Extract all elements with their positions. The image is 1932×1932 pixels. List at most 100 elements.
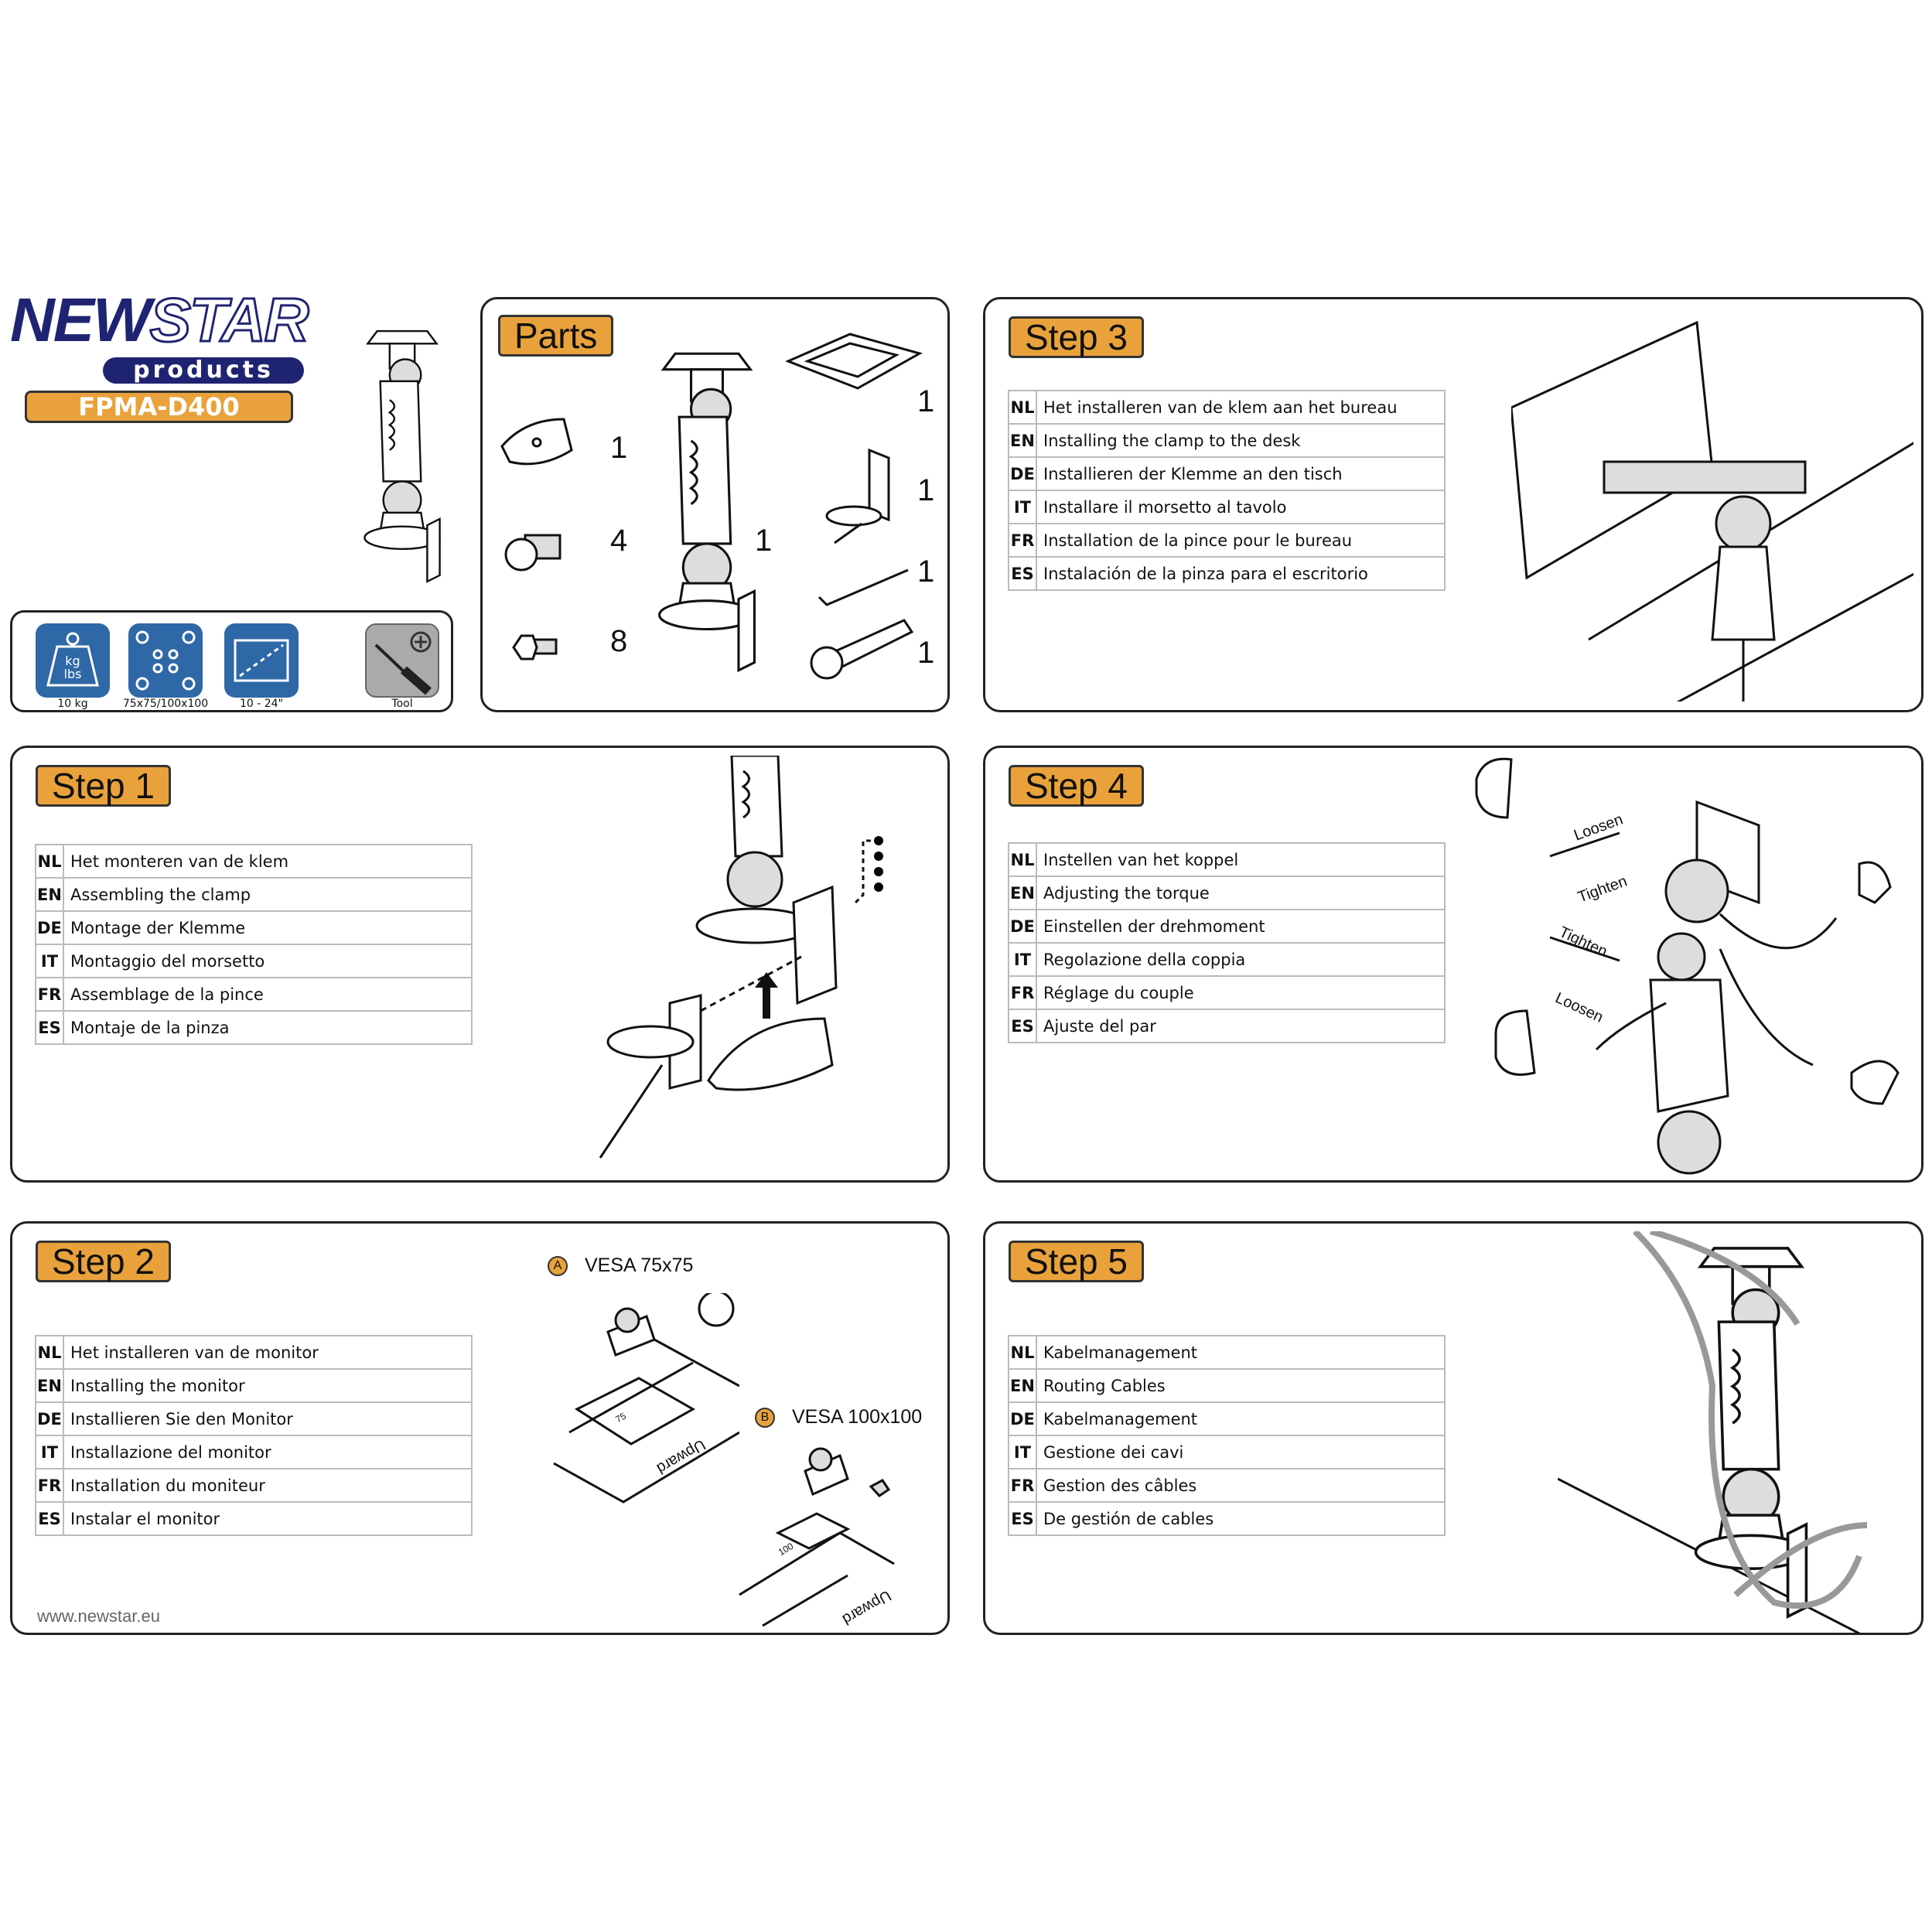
step1-illustration [599, 756, 883, 1159]
instruction-text: Assembling the clamp [63, 877, 473, 912]
language-code: IT [35, 1435, 64, 1469]
language-code: EN [35, 877, 64, 912]
language-code: FR [1008, 523, 1037, 558]
instruction-text: Einstellen der drehmoment [1036, 909, 1446, 944]
option-b-badge: B [755, 1408, 775, 1429]
language-code: DE [35, 1401, 64, 1436]
language-code: NL [1008, 390, 1037, 425]
step3-title: Step 3 [1009, 316, 1144, 358]
parts-panel: Parts 1 4 8 1 1 1 1 1 [480, 297, 950, 712]
language-code: NL [1008, 842, 1037, 877]
language-code: ES [1008, 1009, 1037, 1043]
language-code: DE [1008, 909, 1037, 944]
screen-size-icon [224, 623, 299, 698]
instruction-text: Het installeren van de klem aan het bure… [1036, 390, 1446, 425]
instruction-text: Het monteren van de klem [63, 844, 473, 879]
clamp-part-icon [825, 448, 890, 544]
instruction-text: Regolazione della coppia [1036, 942, 1446, 977]
instruction-text: Installare il morsetto al tavolo [1036, 490, 1446, 524]
arm-qty: 1 [755, 524, 773, 558]
language-code: IT [1008, 490, 1037, 524]
instruction-text: Gestion des câbles [1036, 1468, 1446, 1503]
language-code: ES [35, 1010, 64, 1045]
logo-products: products [103, 357, 304, 384]
language-code: FR [1008, 975, 1037, 1010]
instruction-text: Réglage du couple [1036, 975, 1446, 1010]
language-code: EN [1008, 1368, 1037, 1403]
instruction-text: De gestión de cables [1036, 1501, 1446, 1536]
language-code: FR [35, 1468, 64, 1503]
product-arm-illustration [348, 325, 456, 588]
language-code: ES [35, 1501, 64, 1536]
spec-screen-label: 10 - 24" [239, 698, 284, 710]
language-code: FR [35, 977, 64, 1012]
language-code: EN [1008, 423, 1037, 458]
spec-tool-label: Tool [391, 698, 413, 710]
screwdriver-icon [365, 623, 439, 698]
language-code: DE [1008, 456, 1037, 491]
instruction-text: Installation de la pince pour le bureau [1036, 523, 1446, 558]
vesa-pattern-icon [128, 623, 203, 698]
base-plate-icon [500, 418, 573, 466]
website-link[interactable]: www.newstar.eu [37, 1606, 160, 1626]
language-code: ES [1008, 556, 1037, 591]
base-plate-qty: 1 [610, 431, 628, 465]
knob-screw-qty: 4 [610, 524, 628, 558]
instruction-text: Montage der Klemme [63, 910, 473, 945]
instruction-text: Montaggio del morsetto [63, 944, 473, 978]
language-code: IT [35, 944, 64, 978]
language-code: NL [1008, 1335, 1037, 1370]
instruction-text: Instalar el monitor [63, 1501, 473, 1536]
language-code: ES [1008, 1501, 1037, 1536]
step3-illustration [1511, 320, 1913, 701]
newstar-logo: NEWSTAR products [10, 285, 335, 384]
instruction-text: Installation du moniteur [63, 1468, 473, 1503]
allen-key-qty: 1 [917, 555, 935, 589]
language-code: NL [35, 1335, 64, 1370]
step4-title: Step 4 [1009, 765, 1144, 807]
spec-vesa-label: 75x75/100x100 [122, 698, 209, 710]
language-code: FR [1008, 1468, 1037, 1503]
instruction-text: Instellen van het koppel [1036, 842, 1446, 877]
weight-icon-kg: kg [65, 654, 80, 668]
instruction-text: Montaje de la pinza [63, 1010, 473, 1045]
vesa-100-illustration [739, 1447, 895, 1627]
instruction-text: Installieren der Klemme an den tisch [1036, 456, 1446, 491]
logo-text-star: STAR [148, 285, 310, 356]
vesa-75-label: VESA 75x75 [585, 1254, 694, 1276]
